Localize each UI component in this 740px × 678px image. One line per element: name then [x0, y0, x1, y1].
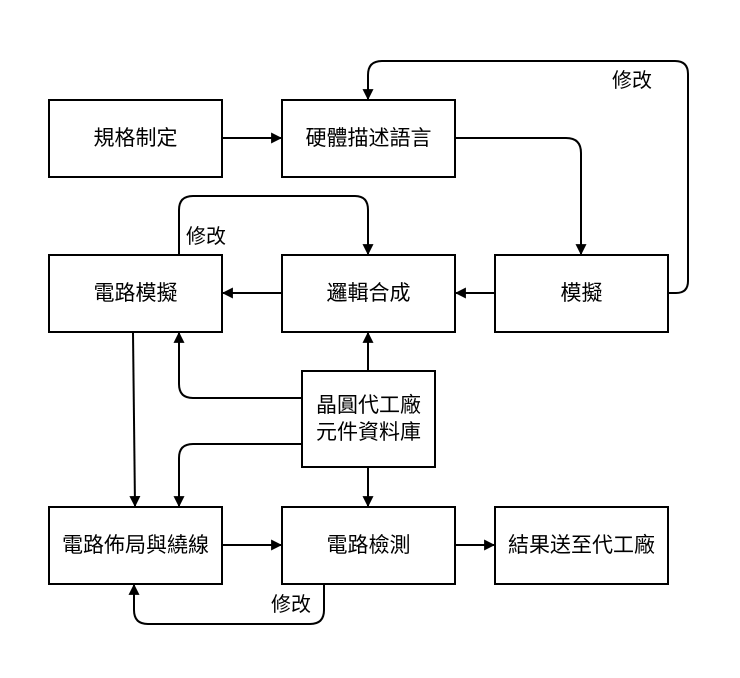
edge-circsim-pnr [129, 332, 141, 508]
node-tapeout-label: 結果送至代工廠 [508, 532, 655, 557]
node-pnr-label: 電路佈局與繞線 [62, 532, 209, 557]
edge-sim-hdl [362, 60, 689, 294]
node-tapeout: 結果送至代工廠 [494, 506, 669, 585]
edge-label-circsim-synth: 修改 [183, 220, 229, 249]
node-pnr: 電路佈局與繞線 [48, 506, 223, 585]
node-circsim: 電路模擬 [48, 254, 223, 333]
edge-verify-pnr [128, 583, 325, 625]
node-sim: 模擬 [494, 254, 669, 333]
edge-label-sim-hdl: 修改 [609, 64, 655, 93]
edge-lib-circsim [173, 331, 301, 399]
node-lib: 晶圓代工廠 元件資料庫 [301, 370, 436, 468]
node-sim-label: 模擬 [560, 280, 603, 305]
node-hdl-label: 硬體描述語言 [305, 125, 432, 150]
node-spec-label: 規格制定 [93, 125, 178, 150]
node-verify-label: 電路檢測 [326, 532, 411, 557]
edge-label-verify-pnr: 修改 [268, 588, 314, 617]
node-lib-label: 晶圓代工廠 元件資料庫 [316, 392, 421, 444]
edge-lib-pnr [173, 443, 301, 508]
node-synth-label: 邏輯合成 [326, 280, 411, 305]
node-circsim-label: 電路模擬 [93, 280, 178, 305]
node-spec: 規格制定 [48, 99, 223, 178]
node-synth: 邏輯合成 [281, 254, 456, 333]
node-verify: 電路檢測 [281, 506, 456, 585]
node-hdl: 硬體描述語言 [281, 99, 456, 178]
edge-hdl-sim [456, 137, 587, 256]
edge-circsim-synth [178, 195, 374, 256]
